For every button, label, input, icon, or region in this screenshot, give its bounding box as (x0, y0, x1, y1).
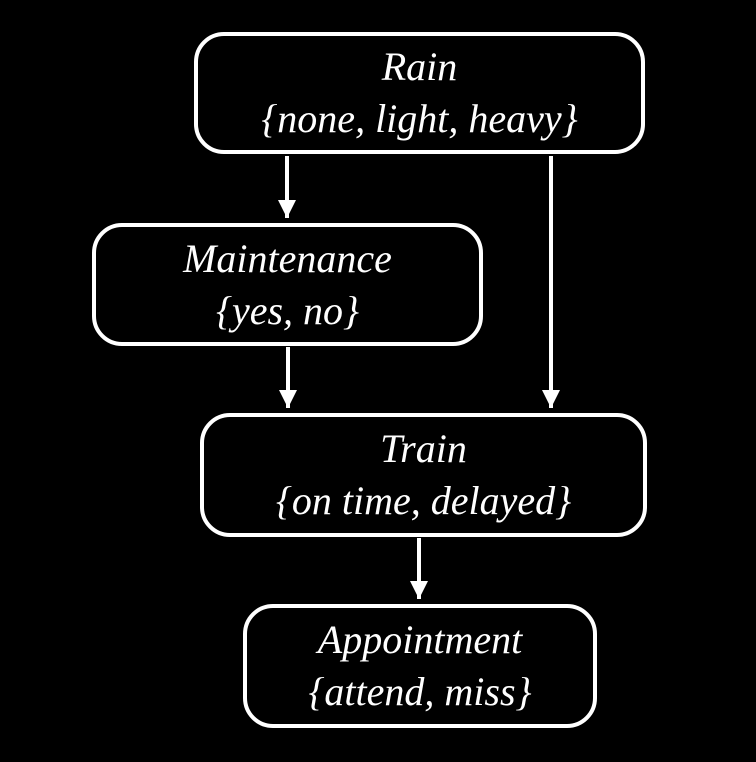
node-maintenance-domain: {yes, no} (215, 287, 360, 333)
node-train-domain: {on time, delayed} (275, 478, 572, 523)
node-train-title: Train (380, 426, 467, 471)
node-rain-title: Rain (381, 44, 458, 89)
node-rain: Rain {none, light, heavy} (194, 32, 645, 154)
node-maintenance-title: Maintenance (183, 235, 392, 281)
node-appointment-title: Appointment (317, 617, 523, 662)
node-maintenance: Maintenance {yes, no} (92, 223, 483, 346)
node-train: Train {on time, delayed} (200, 413, 647, 537)
node-appointment: Appointment {attend, miss} (243, 604, 597, 728)
node-appointment-domain: {attend, miss} (308, 669, 532, 714)
node-rain-domain: {none, light, heavy} (261, 96, 578, 141)
